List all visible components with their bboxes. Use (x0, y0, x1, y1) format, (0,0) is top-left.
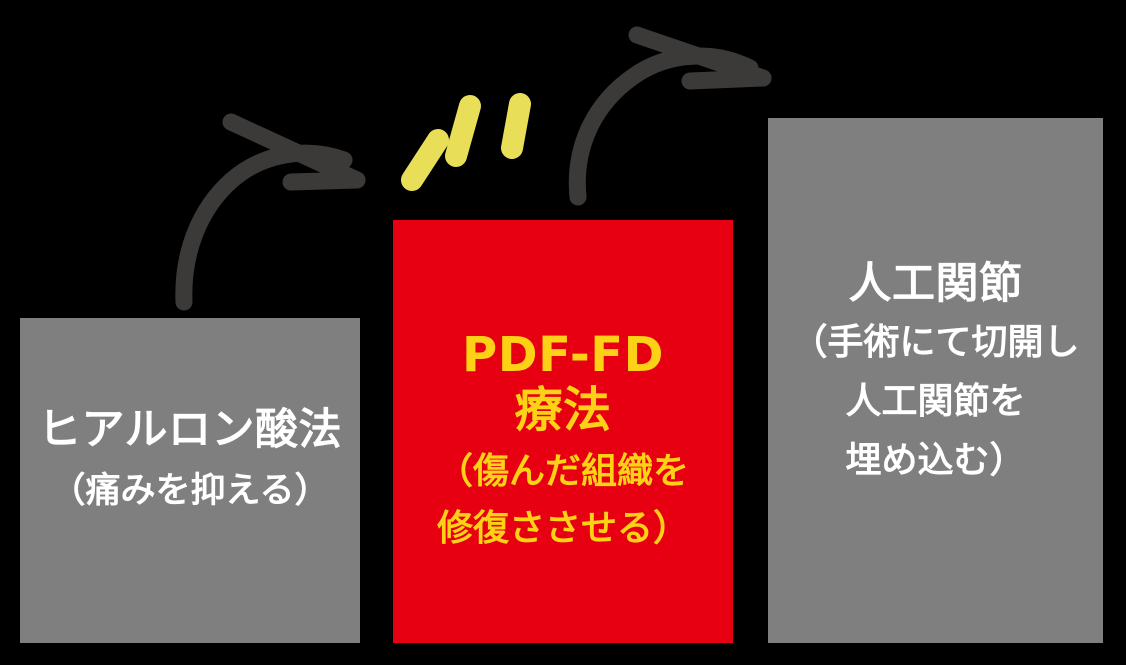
sparkle-dash-3 (501, 93, 531, 159)
bar-pdf-fd-subtitle-line-2: 修復ささせる） (436, 508, 689, 550)
bar-pdf-fd-title-line-1: PDF-FD (462, 327, 664, 383)
bar-pdf-fd-subtitle-line-1: （傷んだ組織を (436, 451, 689, 493)
bar-artificial-joint-subtitle-line-1: （手術にて切開し (791, 322, 1080, 364)
curved-arrow-step-one (175, 113, 366, 311)
sparkle-dash-2 (445, 95, 481, 167)
bar-hyaluronic-acid: ヒアルロン酸法 （痛みを抑える） (20, 318, 360, 643)
bar-artificial-joint-subtitle-line-2: 人工関節を (845, 380, 1026, 422)
bar-artificial-joint: 人工関節 （手術にて切開し 人工関節を 埋め込む） (768, 118, 1103, 643)
bar-artificial-joint-title: 人工関節 (848, 259, 1023, 309)
bar-hyaluronic-title: ヒアルロン酸法 (37, 405, 343, 455)
curved-arrow-step-two (568, 26, 772, 206)
bar-pdf-fd-therapy: PDF-FD 療法 （傷んだ組織を 修復ささせる） (393, 220, 733, 643)
bar-pdf-fd-title-line-2: 療法 (514, 381, 612, 438)
bar-artificial-joint-subtitle-line-3: 埋め込む） (845, 439, 1026, 481)
bar-hyaluronic-subtitle: （痛みを抑える） (50, 471, 330, 512)
sparkle-dash-1 (401, 129, 449, 191)
sparkle-dashes (401, 93, 531, 191)
